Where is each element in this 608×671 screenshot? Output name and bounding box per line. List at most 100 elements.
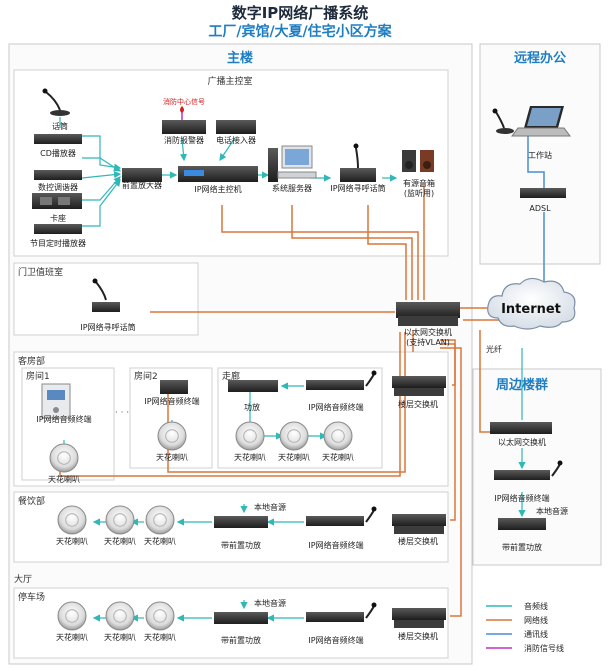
- corridor-terminal-label: IP网络音频终端: [308, 402, 363, 412]
- ceiling-speaker-label: 天花喇叭: [56, 536, 88, 546]
- parking-mic: [365, 602, 377, 619]
- restaurant-terminal-device: [306, 516, 364, 526]
- parking-preamp-amp: [214, 612, 268, 624]
- ceiling-speaker-label: 天花喇叭: [156, 452, 188, 462]
- room1-wall-terminal: [41, 383, 71, 419]
- fire-alarm-label: 消防报警器: [164, 135, 204, 145]
- guest-floor-switch: [392, 376, 446, 388]
- ceiling-speaker: 天花喇叭: [104, 601, 136, 642]
- legend-label-audio: 音频线: [524, 601, 548, 611]
- ceiling-speaker-label: 天花喇叭: [144, 536, 176, 546]
- ceiling-speaker: 天花喇叭: [56, 601, 88, 642]
- workstation-label: 工作站: [528, 150, 552, 160]
- system-server: [268, 145, 317, 182]
- main-ethernet-switch: [396, 302, 460, 318]
- internet-cloud: [487, 277, 576, 330]
- gate-paging-mic: [92, 278, 120, 312]
- cassette-deck: [32, 193, 82, 209]
- workstation-laptop: [511, 106, 571, 137]
- room-continuation-dots: · · ·: [115, 408, 129, 418]
- deck-label: 卡座: [50, 213, 66, 223]
- fire-alarm-device: [162, 120, 206, 134]
- active-speaker-box: [402, 150, 434, 172]
- diagram-title: 数字IP网络广播系统: [232, 4, 369, 22]
- restaurant-local-source-label: 本地音源: [254, 502, 286, 512]
- ceiling-speaker-label: 天花喇叭: [56, 632, 88, 642]
- parking-terminal-label: IP网络音频终端: [308, 635, 363, 645]
- guest-floor-switch-label: 楼层交换机: [398, 399, 438, 409]
- ceiling-speaker: 天花喇叭: [156, 421, 188, 462]
- ceiling-speaker: 天花喇叭: [144, 601, 176, 642]
- tuner-device: [34, 170, 82, 180]
- nearby-mic: [551, 460, 563, 477]
- ceiling-speaker: 天花喇叭: [234, 421, 266, 462]
- parking-floor-switch: [392, 608, 446, 620]
- fiber-label: 光纤: [486, 344, 502, 354]
- nearby-local-source-label: 本地音源: [536, 506, 568, 516]
- corridor-amp-device: [228, 380, 278, 392]
- nearby-preamp-amp-label: 带前置功放: [502, 542, 542, 552]
- ceiling-speaker-label: 天花喇叭: [104, 536, 136, 546]
- parking-local-source-label: 本地音源: [254, 598, 286, 608]
- nearby-buildings-panel: [472, 368, 602, 566]
- nearby-ethernet-switch: [490, 422, 552, 434]
- nearby-terminal-label: IP网络音频终端: [494, 493, 549, 503]
- parking-floor-switch-label: 楼层交换机: [398, 631, 438, 641]
- ceiling-speaker-label: 天花喇叭: [234, 452, 266, 462]
- gate-room-heading: 门卫值班室: [18, 266, 63, 278]
- restaurant-mic: [365, 506, 377, 523]
- ceiling-speaker: 天花喇叭: [56, 505, 88, 546]
- speaker-box-sublabel: (监听用): [404, 188, 434, 198]
- restaurant-floor-switch: [392, 514, 446, 526]
- restaurant-preamp-amp: [214, 516, 268, 528]
- parking-heading: 停车场: [18, 591, 45, 603]
- restaurant-terminal-label: IP网络音频终端: [308, 540, 363, 550]
- speaker-box-label: 有源音箱: [403, 178, 435, 188]
- room2-terminal-label: IP网络音频终端: [144, 396, 199, 406]
- parking-preamp-amp-label: 带前置功放: [221, 635, 261, 645]
- lobby-heading: 大厅: [14, 573, 32, 585]
- remote-office-heading: 远程办公: [514, 50, 566, 66]
- microphone: [42, 88, 70, 116]
- restaurant-preamp-amp-label: 带前置功放: [221, 540, 261, 550]
- preamp-label: 前置放大器: [122, 180, 162, 190]
- ceiling-speaker: 天花喇叭: [104, 505, 136, 546]
- ceiling-speaker-label: 天花喇叭: [104, 632, 136, 642]
- room1-terminal-label: IP网络音频终端: [36, 414, 91, 424]
- corridor-mic: [365, 370, 377, 387]
- corridor-heading: 走廊: [222, 370, 240, 382]
- ceiling-speaker: 天花喇叭: [144, 505, 176, 546]
- ip-host-label: IP网络主控机: [194, 184, 241, 194]
- room1-heading: 房间1: [26, 370, 50, 382]
- legend-label-comm: 通讯线: [524, 629, 548, 639]
- corridor-amp-label: 功放: [244, 402, 260, 412]
- deck-window: [58, 197, 70, 205]
- adsl-modem: [520, 188, 566, 198]
- guest-dept-heading: 客房部: [18, 355, 45, 367]
- restaurant-floor-switch-2: [394, 526, 444, 534]
- comm-lines: [527, 132, 545, 288]
- paging-mic-label: IP网络寻呼话筒: [330, 183, 385, 193]
- mic-label: 话筒: [52, 121, 68, 131]
- audio-lines: [59, 117, 526, 622]
- timer-player: [34, 224, 82, 234]
- control-room-heading: 广播主控室: [207, 75, 252, 87]
- parking-terminal-device: [306, 612, 364, 622]
- guest-floor-switch-2: [394, 388, 444, 396]
- main-switch-label: 以太网交换机: [404, 327, 452, 337]
- fire-drop-icon: [180, 106, 184, 113]
- ceiling-speakers: 天花喇叭天花喇叭天花喇叭天花喇叭天花喇叭天花喇叭天花喇叭天花喇叭天花喇叭天花喇叭…: [48, 421, 354, 642]
- ceiling-speaker-label: 天花喇叭: [322, 452, 354, 462]
- nearby-switch-label: 以太网交换机: [498, 437, 546, 447]
- timer-label: 节目定时播放器: [30, 238, 86, 248]
- room2-terminal-device: [160, 380, 188, 394]
- preamp-device: [122, 168, 162, 182]
- nearby-terminal-device: [494, 470, 550, 480]
- diagram-subtitle: 工厂/宾馆/大夏/住宅小区方案: [208, 23, 392, 40]
- nearby-preamp-amp: [498, 518, 546, 530]
- ceiling-speaker: 天花喇叭: [278, 421, 310, 462]
- cd-player-label: CD播放器: [40, 148, 76, 158]
- deck-window: [40, 197, 52, 205]
- internet-label: Internet: [501, 302, 561, 317]
